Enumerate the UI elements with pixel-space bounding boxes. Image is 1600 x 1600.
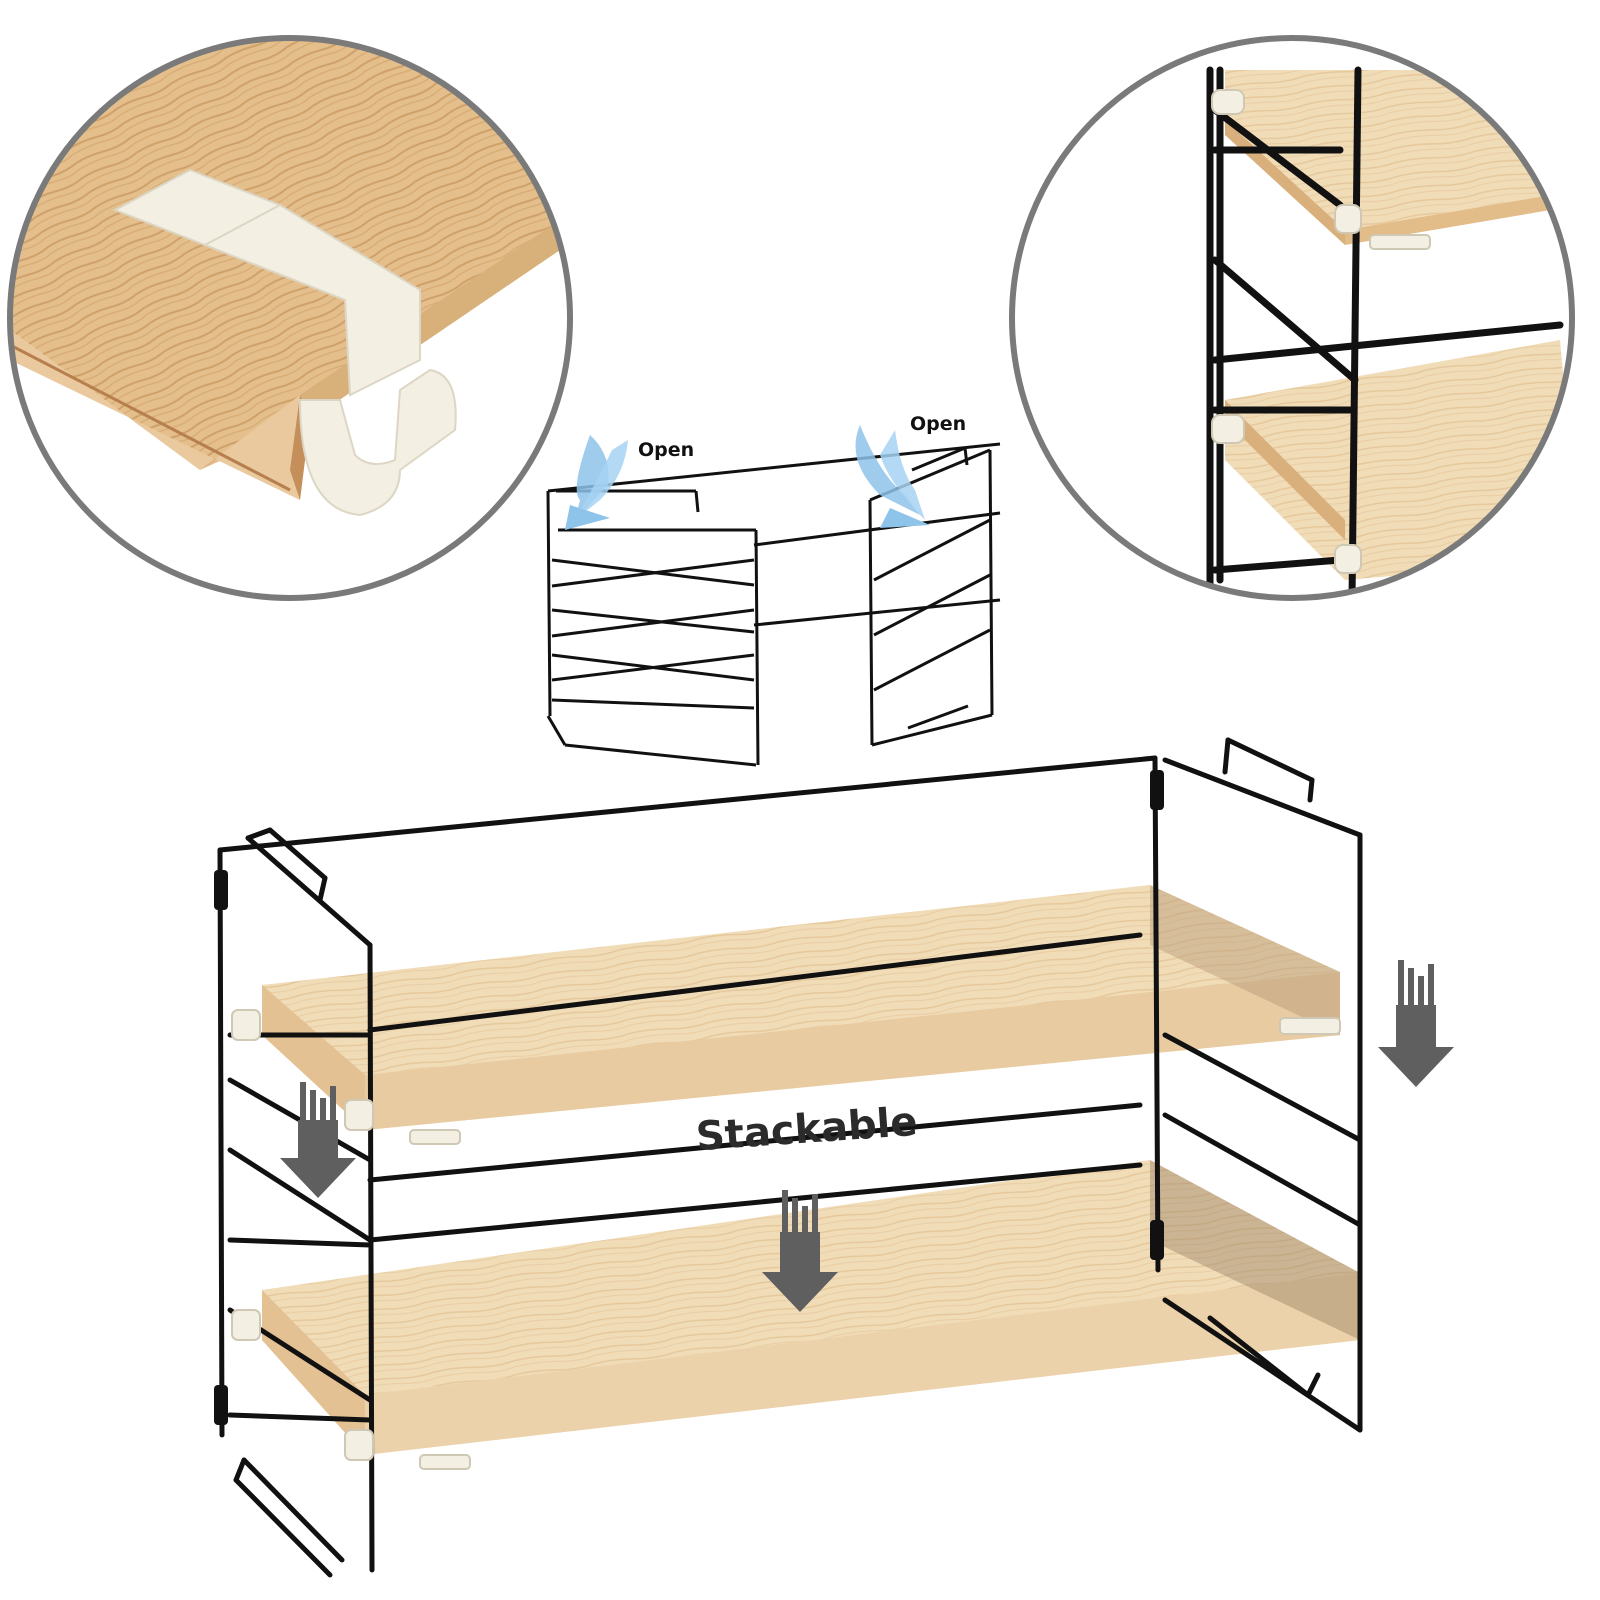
stackable-label: Stackable — [695, 1099, 919, 1160]
detail-circle-clip — [7, 35, 573, 601]
plastic-clip — [112, 168, 457, 517]
open-arrow-right-icon — [855, 425, 930, 528]
main-shelf — [214, 737, 1363, 1578]
open-label-left: Open — [638, 439, 694, 461]
open-arrow-left-icon — [565, 435, 628, 530]
down-arrow-icon — [1378, 960, 1454, 1087]
down-arrow-icon — [280, 1082, 356, 1198]
detail-circle-stack — [1009, 35, 1575, 601]
down-arrow-icon — [762, 1190, 838, 1312]
open-label-right: Open — [910, 413, 966, 435]
folded-frame — [546, 442, 1001, 767]
